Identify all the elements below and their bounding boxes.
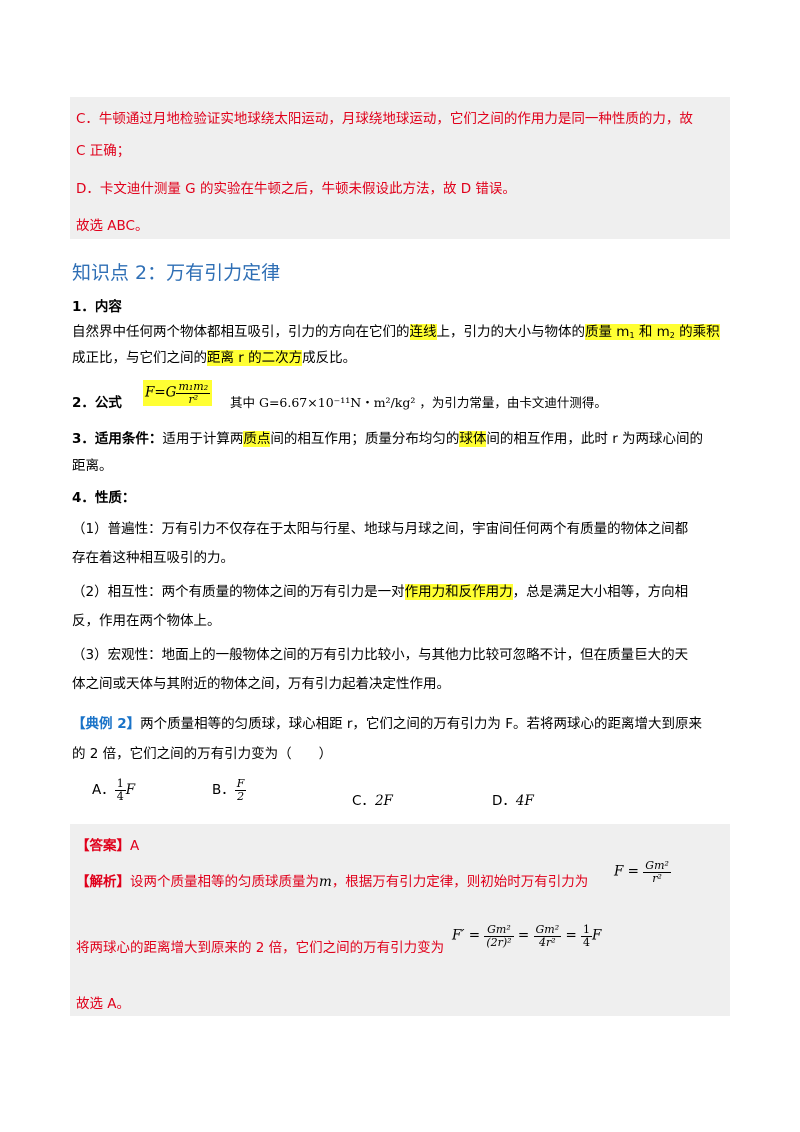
section-title: 知识点 2：万有引力定律 [72, 262, 281, 284]
highlight-particle: 质点 [243, 431, 271, 447]
example-tag: 【典例 2】 [72, 716, 141, 732]
property-1-line-2: 存在着这种相互吸引的力。 [72, 550, 234, 566]
formula-note: 其中 G=6.67×10⁻¹¹N・m²/kg² ，为引力常量，由卡文迪什测得。 [230, 395, 607, 410]
content-heading: 1．内容 [72, 299, 122, 315]
property-2-line-2: 反，作用在两个物体上。 [72, 613, 221, 629]
answer-analysis-box: 【答案】A 【解析】设两个质量相等的匀质球质量为m，根据万有引力定律，则初始时万… [70, 824, 730, 1016]
formula-heading: 2．公式 [72, 395, 122, 411]
highlight-action-reaction: 作用力和反作用力 [404, 584, 513, 600]
property-2-line-1: （2）相互性：两个有质量的物体之间的万有引力是一对作用力和反作用力，总是满足大小… [72, 584, 689, 600]
content-paragraph-line-2: 成正比，与它们之间的距离 r 的二次方成反比。 [72, 350, 357, 366]
content-paragraph-line-1: 自然界中任何两个物体都相互吸引，引力的方向在它们的连线上，引力的大小与物体的质量… [72, 324, 720, 340]
answer-value: A [130, 838, 140, 854]
analysis-line-2: 将两球心的距离增大到原来的 2 倍，它们之间的万有引力变为 [76, 940, 445, 956]
option-d-line: D．卡文迪什测量 G 的实验在牛顿之后，牛顿未假设此方法，故 D 错误。 [76, 181, 516, 197]
previous-solution-box: C．牛顿通过月地检验证实地球绕太阳运动，月球绕地球运动，它们之间的作用力是同一种… [70, 97, 730, 239]
option-c-line-1: C．牛顿通过月地检验证实地球绕太阳运动，月球绕地球运动，它们之间的作用力是同一种… [76, 111, 693, 127]
example-question-line-1: 【典例 2】两个质量相等的匀质球，球心相距 r，它们之间的万有引力为 F。若将两… [72, 716, 702, 732]
answer-line: 【答案】A [76, 838, 140, 854]
conditions-line-2: 距离。 [72, 458, 113, 474]
box1-conclusion: 故选 ABC。 [76, 218, 149, 234]
option-d[interactable]: D．4F [492, 793, 534, 809]
property-3-line-1: （3）宏观性：地面上的一般物体之间的万有引力比较小，与其他力比较可忽略不计，但在… [72, 647, 689, 663]
highlight-distance-squared: 距离 r 的二次方 [207, 350, 303, 366]
example-question-line-2: 的 2 倍，它们之间的万有引力变为（ ） [72, 746, 333, 762]
analysis-line-1: 【解析】设两个质量相等的匀质球质量为m，根据万有引力定律，则初始时万有引力为 [76, 874, 589, 890]
highlight-mass-product: 质量 m1 和 m2 的乘积 [585, 324, 720, 340]
option-c[interactable]: C．2F [352, 793, 393, 809]
property-1-line-1: （1）普遍性：万有引力不仅存在于太阳与行星、地球与月球之间，宇宙间任何两个有质量… [72, 521, 689, 537]
highlight-sphere: 球体 [459, 431, 487, 447]
conditions-line-1: 3．适用条件：适用于计算两质点间的相互作用；质量分布均匀的球体间的相互作用，此时… [72, 431, 704, 447]
answer-conclusion: 故选 A。 [76, 996, 131, 1012]
option-c-line-2: C 正确； [76, 143, 131, 159]
properties-heading: 4．性质： [72, 490, 136, 506]
highlight-lianxian: 连线 [409, 324, 437, 340]
property-3-line-2: 体之间或天体与其附近的物体之间，万有引力起着决定性作用。 [72, 676, 450, 692]
